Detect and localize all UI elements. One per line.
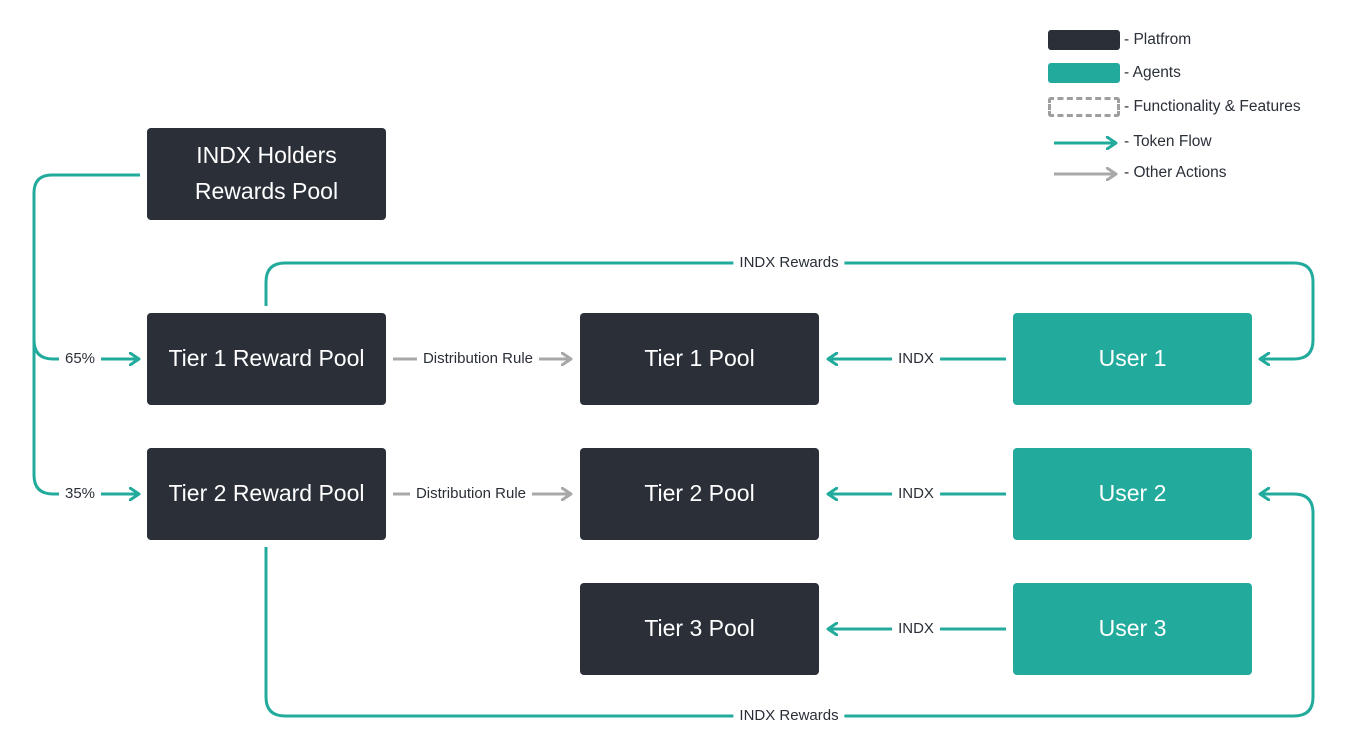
- legend-features-label: - Functionality & Features: [1124, 98, 1301, 115]
- rewards-to-user2-flow: [264, 494, 1315, 718]
- user1-indx-label: INDX: [892, 350, 940, 368]
- tier1-reward-pool: Tier 1 Reward Pool: [147, 313, 386, 405]
- user3-indx-label: INDX: [892, 620, 940, 638]
- user3-node: User 3: [1013, 583, 1252, 675]
- tier2-reward-pool: Tier 2 Reward Pool: [147, 448, 386, 540]
- indx-holders-rewards-pool: INDX Holders Rewards Pool: [147, 128, 386, 220]
- legend-other-actions-label: - Other Actions: [1124, 164, 1227, 181]
- holders-to-tier1-flow: [32, 173, 140, 359]
- rewards-to-user2-label: INDX Rewards: [733, 707, 845, 725]
- legend-platform-label: - Platfrom: [1124, 31, 1192, 48]
- rewards-to-user1-label: INDX Rewards: [733, 254, 845, 272]
- tier2-pool: Tier 2 Pool: [580, 448, 819, 540]
- rewards-to-user1-flow: [264, 261, 1315, 359]
- distribution-rule-1-label: Distribution Rule: [416, 350, 540, 368]
- holders-pool-line1: INDX Holders: [196, 142, 337, 169]
- distribution-rule-2-label: Distribution Rule: [409, 485, 533, 503]
- user2-indx-label: INDX: [892, 485, 940, 503]
- holders-to-tier2-flow: [32, 340, 139, 494]
- tier3-pool: Tier 3 Pool: [580, 583, 819, 675]
- agents-swatch: [1048, 63, 1120, 83]
- split-tier1-label: 65%: [58, 350, 102, 368]
- holders-pool-line2: Rewards Pool: [194, 178, 339, 204]
- user1-node: User 1: [1013, 313, 1252, 405]
- user2-node: User 2: [1013, 448, 1252, 540]
- split-tier2-label: 35%: [58, 485, 102, 503]
- tier1-pool: Tier 1 Pool: [580, 313, 819, 405]
- platform-swatch: [1048, 30, 1120, 50]
- legend-agents-label: - Agents: [1124, 64, 1181, 81]
- features-swatch: [1048, 97, 1120, 117]
- legend-token-flow-label: - Token Flow: [1124, 133, 1212, 150]
